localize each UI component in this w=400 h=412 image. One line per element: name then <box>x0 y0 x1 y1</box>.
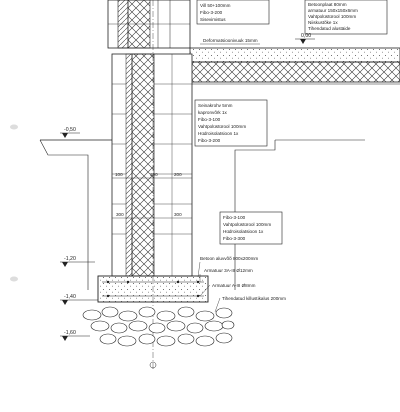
dim-100-label: 100 <box>115 172 123 177</box>
top-right-note-line-1: Betoonplaat 80mm <box>308 2 347 7</box>
ground-line: -0,50 <box>40 127 365 141</box>
wall-note-1-line-6: Fibo-3-200 <box>198 138 221 143</box>
wall-note-1-line-5: Hüdroisolatsioon 1x <box>198 131 239 136</box>
wall-note-1-line-2: kapronvõrk 1x <box>198 110 228 115</box>
top-left-note-line-3: Sisevimistus <box>200 17 226 22</box>
dim-300b-label: 300 <box>116 212 124 217</box>
gravel-bed <box>82 306 235 347</box>
wall-note-1-line-3: Fibo-3-100 <box>198 117 221 122</box>
dim-300-label: 300 <box>150 172 158 177</box>
top-right-note-line-5: Tihendatud alustäide <box>308 26 351 31</box>
footing <box>97 275 209 303</box>
upper-wall <box>107 0 191 49</box>
wall-note-2-line-2: Vahtpolüstürool 100mm <box>223 222 271 227</box>
top-left-note-line-1: Vill 50+100mm <box>200 3 231 8</box>
top-right-note-line-2: armatuur 150x150x6mm <box>308 8 358 13</box>
top-right-note-line-3: Vahtpolüstürool 100mm <box>308 14 356 19</box>
wall-note-1-line-1: Seinakrohv 5mm <box>198 103 233 108</box>
elevation-e1-text: -1,20 <box>64 256 76 262</box>
wall-note-2-line-4: Fibo-3-300 <box>223 236 246 241</box>
footing-note-1: Betoon aluvvõõ 800x200mm <box>200 256 258 261</box>
wall-note-2: Fibo-3-100 Vahtpolüstürool 100mm Hüdrois… <box>219 211 283 245</box>
axis-marker <box>149 361 157 369</box>
floor-slab <box>189 47 400 85</box>
elevation-e2-text: -1,40 <box>64 294 76 300</box>
foundation-wall <box>111 53 193 277</box>
ground-elevation-text: -0,50 <box>64 127 76 133</box>
deformation-joint-label: Deformatsioonivuuk 15mm <box>203 38 258 43</box>
floor-elevation-marker: 0,00 <box>295 33 315 44</box>
wall-note-1-line-4: Vahtpolüstürool 100mm <box>198 124 246 129</box>
punch-hole-mark-bottom <box>10 276 18 282</box>
top-right-note: Betoonplaat 80mm armatuur 150x150x6mm Va… <box>304 0 388 35</box>
dim-200-label: 200 <box>174 172 182 177</box>
wall-note-1: Seinakrohv 5mm kapronvõrk 1x Fibo-3-100 … <box>194 99 268 147</box>
footing-notes: Betoon aluvvõõ 800x200mm Armatuur 3A-III… <box>197 256 286 313</box>
footing-note-2: Armatuur 3A-III Ø12mm <box>204 268 253 273</box>
wall-note-2-line-3: Hüdroisolatsioon 1x <box>223 229 264 234</box>
punch-hole-mark-top <box>10 124 18 130</box>
top-left-note-line-2: Fibo-3-200 <box>200 10 223 15</box>
footing-note-4: Tihendatud killustikalus 200mm <box>222 296 286 301</box>
footing-note-3: Armatuur A-III Ø8mm <box>212 283 256 288</box>
top-right-note-line-4: Niiskustõke 1x <box>308 20 338 25</box>
wall-note-2-line-1: Fibo-3-100 <box>223 215 246 220</box>
dimension-labels: 100 300 200 300 300 <box>112 172 192 219</box>
elevation-markers-left: -1,20 -1,40 -1,60 <box>60 256 98 341</box>
top-left-note: Vill 50+100mm Fibo-3-200 Sisevimistus <box>196 0 270 25</box>
elevation-e3-text: -1,60 <box>64 330 76 336</box>
floor-elevation-text: 0,00 <box>301 33 311 39</box>
dim-300c-label: 300 <box>174 212 182 217</box>
